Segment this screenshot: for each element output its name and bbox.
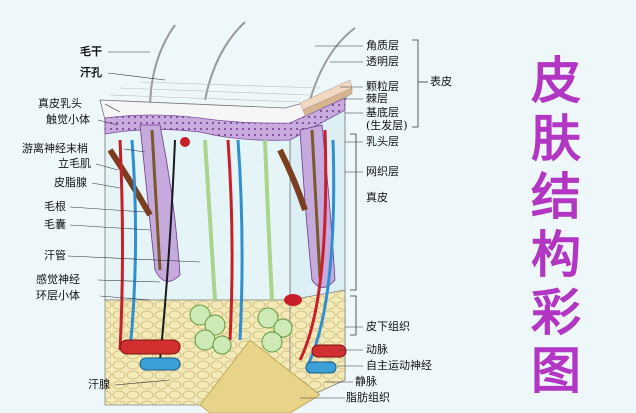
sweat-glands [189,304,293,355]
label-subcutaneous: 皮下组织 [366,320,410,333]
label-vein: 静脉 [355,375,377,388]
vein-tube [139,357,181,371]
label-hair-root: 毛根 [44,200,66,213]
label-sebaceous-gland: 皮脂腺 [54,176,87,189]
stratum-granulosum-band [302,87,353,117]
label-stratum-lucidum: 透明层 [366,55,399,68]
label-tactile-corpuscle: 触觉小体 [46,113,90,126]
artery-tube [119,339,181,355]
hair-strands [149,21,356,111]
arrector-pili-muscle [107,148,153,217]
label-dermis: 真皮 [366,191,388,204]
label-free-nerve-ending: 游离神经末梢 [22,142,88,155]
layer-brackets [350,39,428,336]
label-autonomic-nerve: 自主运动神经 [366,359,432,372]
label-papillary-layer: 乳头层 [366,135,399,148]
title-char: 构 [531,226,581,284]
title-char: 结 [531,168,581,226]
page-title: 皮 肤 结 构 彩 图 [496,52,616,400]
epidermis-layer [104,97,346,141]
label-sensory-nerve: 感觉神经 [36,273,80,286]
label-stratum-basale-alt: (生发层) [366,119,408,132]
label-lamellar-corpuscle: 环层小体 [36,289,80,302]
label-epidermis: 表皮 [430,75,452,88]
label-reticular-layer: 网织层 [366,165,399,178]
right-leader-lines [300,45,363,399]
label-hair-shaft: 毛干 [80,45,102,58]
sweat-duct [203,139,217,301]
label-hair-follicle: 毛囊 [44,218,66,231]
label-stratum-basale: 基底层 [366,106,399,119]
left-leader-lines [67,51,201,386]
title-char: 肤 [531,110,581,168]
label-adipose: 脂肪组织 [346,391,390,404]
label-arrector-pili: 立毛肌 [58,157,91,170]
title-char: 彩 [531,284,581,342]
label-stratum-granulosum: 颗粒层 [366,80,399,93]
label-artery: 动脉 [366,343,388,356]
label-stratum-spinosum: 棘层 [366,92,388,105]
adipose-cut [199,339,321,413]
label-sweat-duct: 汗管 [44,249,66,262]
title-char: 皮 [531,52,581,110]
label-stratum-corneum: 角质层 [366,39,399,52]
label-sweat-pore: 汗孔 [80,66,102,79]
label-sweat-gland: 汗腺 [88,378,110,391]
label-dermal-papilla: 真皮乳头 [38,97,82,110]
lamellar-corpuscle [284,294,302,306]
title-char: 图 [531,342,581,400]
